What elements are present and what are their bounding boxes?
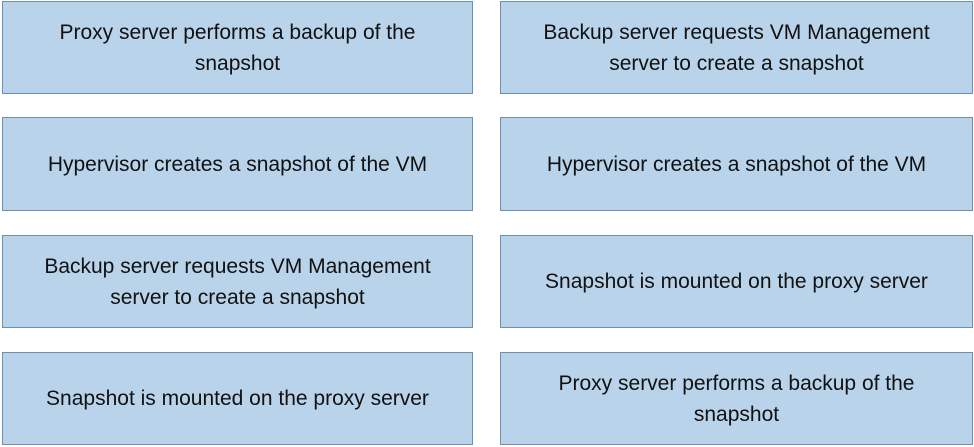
left-step-box-4[interactable]: Snapshot is mounted on the proxy server [2, 352, 473, 445]
left-step-label-1: Proxy server performs a backup of the sn… [59, 20, 416, 75]
right-step-box-4[interactable]: Proxy server performs a backup of the sn… [500, 352, 973, 445]
right-step-label-3: Snapshot is mounted on the proxy server [545, 270, 928, 293]
right-step-box-2[interactable]: Hypervisor creates a snapshot of the VM [500, 117, 973, 211]
right-step-label-4: Proxy server performs a backup of the sn… [558, 371, 915, 426]
left-step-box-3[interactable]: Backup server requests VM Management ser… [2, 235, 473, 328]
left-step-label-4: Snapshot is mounted on the proxy server [46, 387, 429, 410]
right-step-box-3[interactable]: Snapshot is mounted on the proxy server [500, 235, 973, 328]
right-step-box-1[interactable]: Backup server requests VM Management ser… [500, 1, 973, 94]
right-step-label-1: Backup server requests VM Management ser… [543, 20, 930, 75]
left-step-box-2[interactable]: Hypervisor creates a snapshot of the VM [2, 117, 473, 211]
left-step-label-2: Hypervisor creates a snapshot of the VM [47, 152, 428, 176]
right-step-label-2: Hypervisor creates a snapshot of the VM [546, 152, 927, 176]
left-step-label-3: Backup server requests VM Management ser… [44, 254, 431, 309]
left-step-box-1[interactable]: Proxy server performs a backup of the sn… [2, 1, 473, 94]
